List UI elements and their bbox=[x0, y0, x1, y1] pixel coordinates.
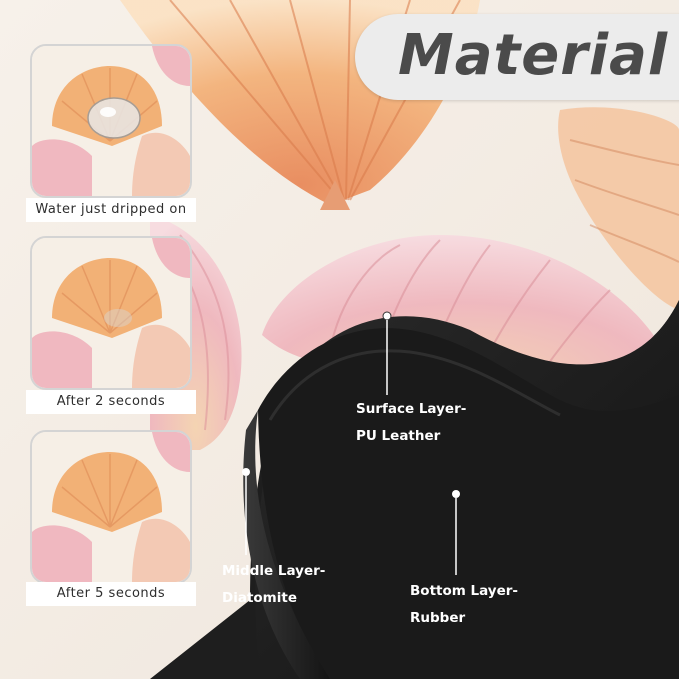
bottom-layer-material: Rubber bbox=[410, 610, 466, 626]
water-droplet bbox=[87, 97, 141, 139]
bottom-layer-label: Bottom Layer- Rubber bbox=[410, 578, 518, 632]
water-test-caption: After 5 seconds bbox=[26, 582, 196, 606]
right-shell bbox=[558, 107, 679, 311]
curled-underside bbox=[243, 328, 679, 679]
water-droplet bbox=[104, 309, 132, 327]
surface-layer-material: PU Leather bbox=[356, 428, 441, 444]
water-test-caption: Water just dripped on bbox=[26, 198, 196, 222]
shell-pattern bbox=[32, 46, 190, 196]
middle-layer-label: Middle Layer- Diatomite bbox=[222, 558, 325, 612]
shell-pattern bbox=[32, 432, 190, 582]
water-test-image bbox=[30, 430, 192, 584]
layer-markers bbox=[242, 311, 460, 575]
surface-layer-name: Surface Layer- bbox=[356, 401, 467, 417]
middle-layer-name: Middle Layer- bbox=[222, 563, 326, 579]
water-test-image bbox=[30, 236, 192, 390]
page-title: Material bbox=[398, 23, 669, 88]
bottom-layer-name: Bottom Layer- bbox=[410, 583, 519, 599]
shell-pattern bbox=[32, 238, 190, 388]
surface-layer-label: Surface Layer- PU Leather bbox=[356, 396, 466, 450]
middle-layer-material: Diatomite bbox=[222, 590, 297, 606]
water-test-image bbox=[30, 44, 192, 198]
water-test-caption: After 2 seconds bbox=[26, 390, 196, 414]
title-banner bbox=[355, 14, 679, 100]
